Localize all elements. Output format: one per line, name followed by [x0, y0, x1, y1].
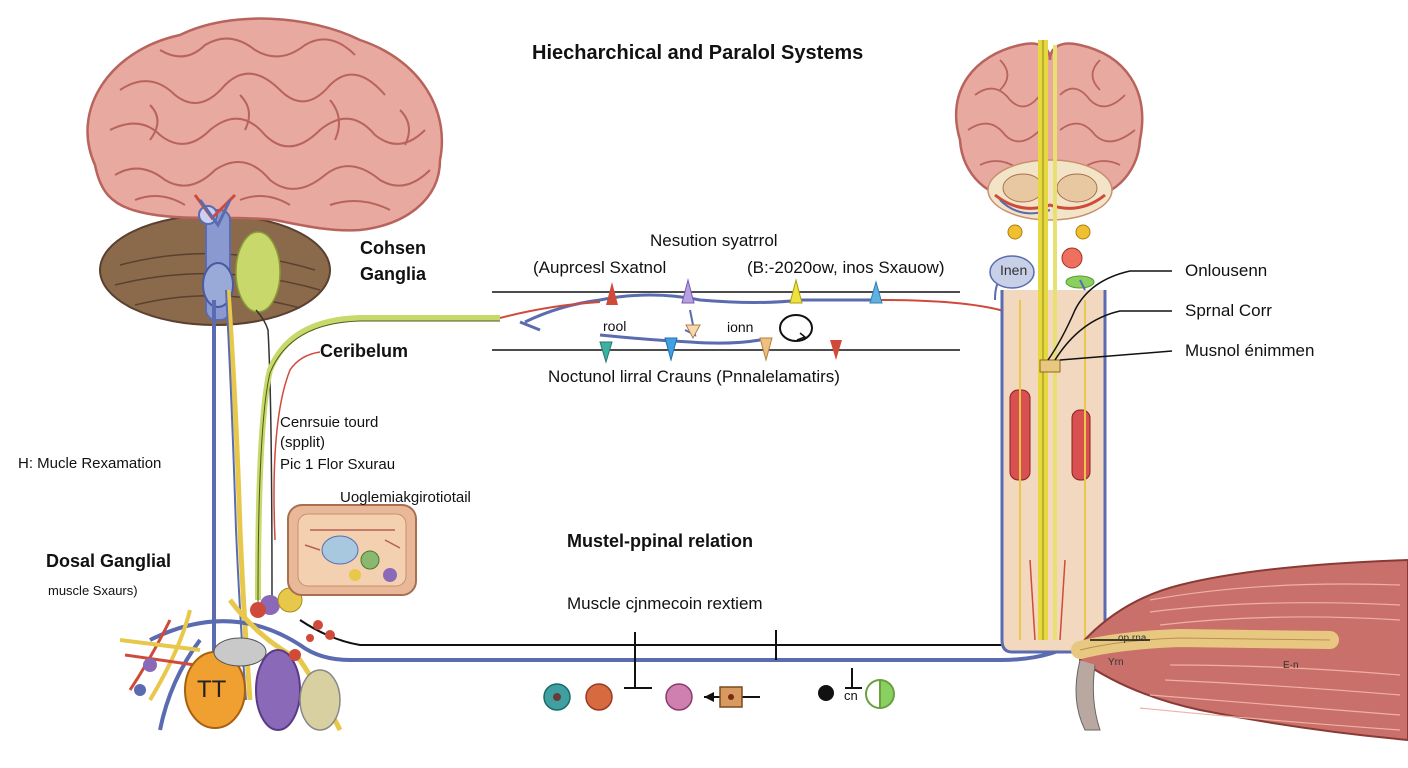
label-lower-network: Noctunol lirral Crauns (Pnnalelamatirs) [548, 367, 840, 386]
left-brain-illustration [86, 17, 444, 326]
label-cerebellum: Ceribelum [320, 341, 409, 361]
cell-inset-illustration [287, 504, 417, 596]
label-flor-sxurau: Pic 1 Flor Sxurau [280, 456, 396, 473]
label-upper-left: (Auprcesl Sxatnol [533, 258, 667, 277]
label-cortex-ganglia-line1: Cohsen [360, 238, 427, 258]
cerebrum-shape [86, 17, 444, 232]
label-yrn: Yrn [1108, 657, 1124, 668]
central-network [492, 278, 1051, 364]
label-upper-right: (B:-2020ow, inos Sxauow) [747, 258, 945, 277]
left-ganglion-cells [134, 587, 341, 731]
diagram-title: Hiecharchical and Paralol Systems [532, 42, 864, 64]
label-muscle-relaxation: H: Mucle Rexamation [18, 455, 162, 472]
label-cn: cn [844, 688, 858, 703]
label-ionn: ionn [727, 319, 754, 335]
label-muscle-sxaurs: muscle Sxaurs) [48, 583, 138, 598]
label-ugle: Uoglemiakgirotiotail [340, 489, 471, 506]
right-leader-lines [1047, 270, 1173, 361]
muscle-illustration [1071, 558, 1408, 742]
label-network-title: Nesution syatrrol [650, 231, 778, 250]
label-cortex-tour-line2: (spplit) [280, 434, 326, 451]
label-dorsal-ganglia: Dosal Ganglial [46, 551, 172, 571]
brain-folds [109, 37, 431, 211]
label-cortex-tour-line1: Cenrsuie tourd [280, 414, 379, 431]
label-cortex-ganglia-line2: Ganglia [360, 264, 427, 284]
muscle-connection-symbols [543, 630, 895, 711]
label-muscle-text: Ε·n [1283, 660, 1299, 671]
label-muscle-connection: Muscle cjnmecoin rextiem [567, 594, 763, 613]
right-brain-illustration [954, 40, 1144, 654]
label-op-rna: op rna [1118, 633, 1147, 644]
label-tt: TT [197, 676, 227, 703]
label-spinal-cord: Sprnal Corr [1185, 301, 1272, 320]
label-inen: Inen [1000, 262, 1028, 278]
label-muscle-spinal: Mustel-ppinal relation [567, 531, 754, 551]
ganglia-body [235, 231, 281, 313]
label-onlousenn: Onlousenn [1185, 261, 1268, 280]
label-root: rool [603, 318, 627, 334]
label-muscle-enimmen: Musnol énimmen [1185, 341, 1315, 360]
